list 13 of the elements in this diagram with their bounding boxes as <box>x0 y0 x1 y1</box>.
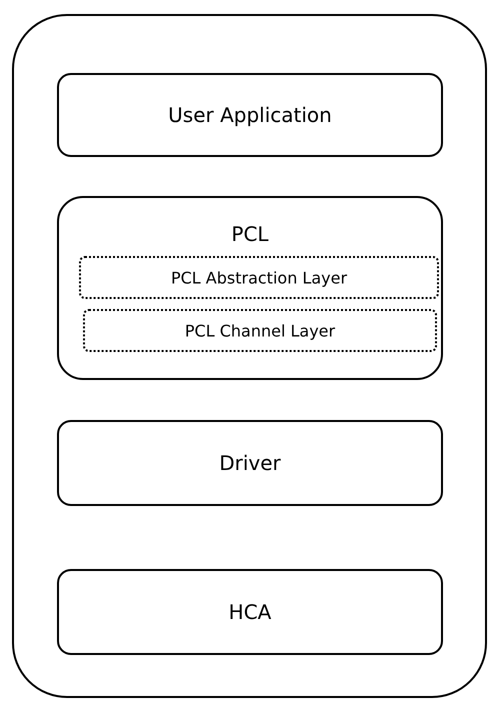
layer-label: User Application <box>167 103 333 127</box>
sublayer-box <box>79 256 439 299</box>
layer-label: HCA <box>228 600 272 624</box>
layer-box <box>57 73 443 157</box>
layer-title: PCL <box>230 222 270 246</box>
layer-label: PCL Channel Layer <box>184 321 336 340</box>
layer-label: PCL Abstraction Layer <box>170 268 348 287</box>
layer-box <box>57 569 443 655</box>
layer-box <box>57 196 443 380</box>
layer-label: Driver <box>218 451 282 475</box>
sublayer-box <box>83 309 437 352</box>
layer-box <box>57 420 443 506</box>
outer-container <box>12 14 487 698</box>
